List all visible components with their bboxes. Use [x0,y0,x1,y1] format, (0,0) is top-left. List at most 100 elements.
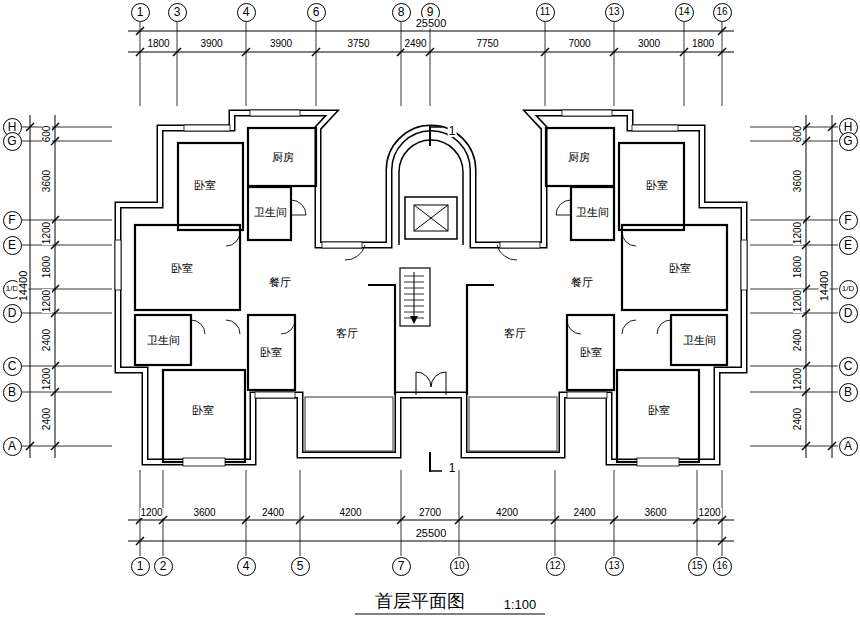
dimension-tick [455,516,463,524]
dimension-text: 2400 [793,327,803,351]
dimension-text: 3600 [643,508,667,518]
arch [399,140,463,245]
dimension-text: 2700 [418,508,442,518]
room-name: 卧室 [170,263,194,274]
dimension-text: 1200 [42,367,52,391]
axis-number: B [8,386,16,398]
axis-bubble: C [3,357,22,376]
section-number: 1 [448,462,457,474]
dimension-text: 1200 [697,508,721,518]
axis-bubble: C [839,357,858,376]
axis-extension-line [750,392,838,393]
dimension-tick [828,442,836,450]
axis-extension-line [22,127,112,128]
dimension-tick [718,27,726,35]
dimension-line [30,115,31,458]
axis-bubble: E [3,236,22,255]
axis-extension-line [722,22,723,106]
axis-number: 1/D [6,285,18,293]
walls [118,113,744,462]
section-mark [430,126,442,128]
axis-bubble: 6 [307,3,326,22]
dimension-line [55,115,56,458]
elevator [405,197,457,239]
axis-extension-line [401,22,402,106]
axis-bubble: 11 [536,3,555,22]
dimension-text: 1800 [146,39,170,49]
dimension-text: 1800 [793,255,803,279]
dimension-tick [426,48,434,56]
axis-number: 16 [716,7,727,17]
axis-bubble: 10 [450,557,469,576]
axis-extension-line [22,366,112,367]
axis-extension-line [246,470,247,556]
axis-bubble: D [3,304,22,323]
axis-number: A [844,440,852,452]
left-unit [115,110,395,466]
dimension-text: 3600 [42,168,52,192]
room-name: 餐厅 [570,277,594,288]
axis-extension-line [140,22,141,106]
window [562,110,612,116]
axis-extension-line [401,470,402,556]
dimensions [22,22,838,556]
section-mark [429,126,431,146]
axis-extension-line [545,22,546,106]
scale-text: 1:100 [503,598,538,611]
window [500,242,540,248]
dimension-text: 3750 [346,39,370,49]
window [322,242,362,248]
dimension-tick [51,388,59,396]
axis-bubble: 13 [605,3,624,22]
drawing-caption: 首层平面图 [374,592,466,610]
axis-bubble: A [839,437,858,456]
dimension-text: 600 [793,125,803,144]
room-wall [135,225,240,310]
room-name: 客厅 [335,328,359,339]
axis-number: D [8,307,17,319]
axis-bubble: 1 [131,3,150,22]
room-wall [671,315,727,365]
room-wall [571,187,614,240]
dimension-tick [136,537,144,545]
axis-bubble: 2 [154,557,173,576]
dimension-tick [802,309,810,317]
axis-extension-line [316,22,317,106]
axis-number: 12 [549,561,560,571]
axis-bubble: G [839,132,858,151]
dimension-tick [296,516,304,524]
window [184,125,230,131]
overall-dimension: 14400 [18,270,29,303]
dimension-tick [26,442,34,450]
axis-bubble: F [839,211,858,230]
dimension-tick [802,362,810,370]
dimension-tick [242,516,250,524]
axis-extension-line [22,245,112,246]
door-swing [622,320,636,334]
room-wall [248,128,316,186]
dimension-tick [828,123,836,131]
axis-number: 8 [398,6,405,18]
dimension-text: 3900 [269,39,293,49]
dimension-text: 4200 [338,508,362,518]
window [741,240,747,290]
overall-dimension: 25500 [415,18,448,29]
room-wall [619,143,684,230]
elevator-cross [414,205,448,231]
dimension-tick [173,48,181,56]
axis-extension-line [555,470,556,556]
dimension-tick [680,48,688,56]
axis-extension-line [684,22,685,106]
door-swing [622,232,636,246]
door-swing [226,232,240,246]
room-wall [546,128,614,186]
dimension-text: 4200 [495,508,519,518]
window [115,240,121,290]
section-number: 1 [448,125,457,137]
elevator-cross [414,205,448,231]
axis-number: 5 [297,560,304,572]
axis-number: F [844,214,851,226]
axis-number: 4 [243,6,250,18]
axis-extension-line [22,289,112,290]
